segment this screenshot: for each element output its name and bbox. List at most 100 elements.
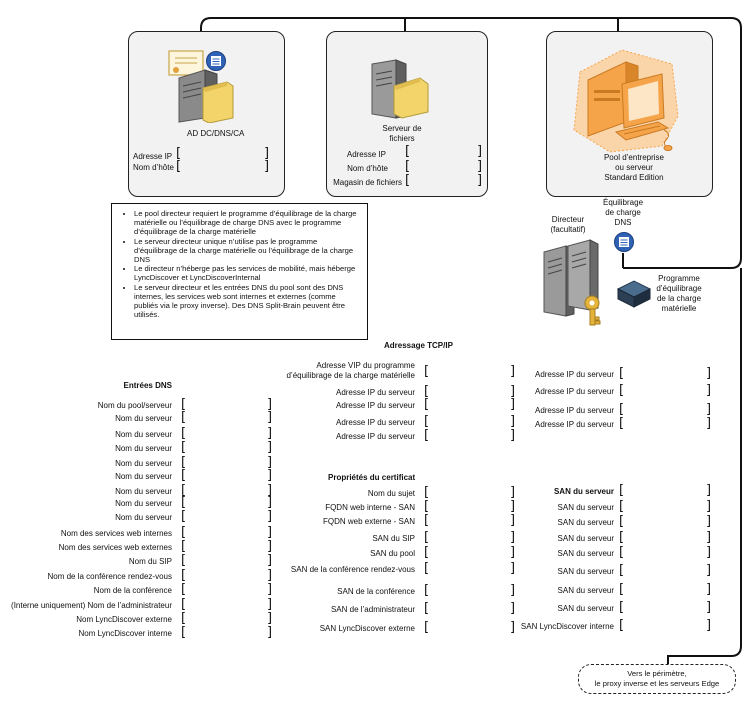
file-server-icon (371, 59, 429, 119)
cert-title: Propriétés du certificat (328, 473, 416, 482)
dns-entry-close-bracket: ] (267, 525, 273, 540)
file-server-title-1: Serveur de (382, 124, 422, 133)
cert-left-label: FQDN web externe - SAN (322, 517, 415, 526)
cert-left-label: SAN LyncDiscover externe (319, 624, 415, 633)
tcpip-right-close-bracket: ] (706, 402, 712, 417)
dns-entry-label: Nom du serveur (115, 472, 172, 481)
tcpip-right-label: Adresse IP du serveur (534, 387, 614, 396)
tcpip-vip-label-2: d’équilibrage de la charge matérielle (286, 371, 415, 380)
cert-left-close-bracket: ] (510, 601, 516, 616)
cert-left-open-bracket: [ (424, 620, 430, 635)
dns-entry-open-bracket: [ (181, 525, 187, 540)
note-item: Le serveur directeur et les entrées DNS … (134, 283, 361, 320)
dns-entry-label: Nom du serveur (115, 513, 172, 522)
tcpip-left-close-bracket: ] (510, 397, 516, 412)
dns-entry-label: Nom du serveur (115, 487, 172, 496)
dns-entry-open-bracket: [ (181, 582, 187, 597)
dns-entry-open-bracket: [ (181, 426, 187, 441)
cert-right-header: SAN du serveur (553, 487, 614, 496)
file-ip-label: Adresse IP (346, 150, 386, 159)
file-store-close: ] (477, 173, 483, 188)
pool-title-3: Standard Edition (604, 173, 664, 182)
cert-right-label: SAN du serveur (557, 604, 614, 613)
dns-entry-open-bracket: [ (181, 455, 187, 470)
cert-right-close-bracket: ] (706, 514, 712, 529)
edge-destination-box: Vers le périmètre, le proxy inverse et l… (578, 664, 736, 694)
tcpip-vip-label-1: Adresse VIP du programme (316, 361, 415, 370)
cert-right-header-close: ] (706, 483, 712, 498)
cert-left-label: SAN de la conférence rendez-vous (290, 565, 415, 574)
dns-entry-close-bracket: ] (267, 440, 273, 455)
dns-entry-label: Nom du serveur (115, 414, 172, 423)
tcpip-left-label: Adresse IP du serveur (335, 401, 415, 410)
tcpip-right-open-bracket: [ (619, 402, 625, 417)
cert-right-label: SAN du serveur (557, 567, 614, 576)
file-server-title-2: fichiers (389, 134, 415, 143)
dns-entry-close-bracket: ] (267, 426, 273, 441)
cert-left-close-bracket: ] (510, 545, 516, 560)
cert-right-label: SAN du serveur (557, 549, 614, 558)
dns-badge-icon (206, 51, 226, 71)
file-store-open: [ (405, 173, 411, 188)
cert-right-close-bracket: ] (706, 600, 712, 615)
dns-entry-label: Nom du SIP (128, 557, 172, 566)
tcpip-right-close-bracket: ] (706, 383, 712, 398)
dns-entry-label: Nom du serveur (115, 459, 172, 468)
pool-title-2: ou serveur (615, 163, 653, 172)
dns-lb-label-3: DNS (614, 218, 632, 227)
cert-right-close-bracket: ] (706, 499, 712, 514)
tcpip-right-open-bracket: [ (619, 416, 625, 431)
cert-right-label: SAN LyncDiscover interne (520, 622, 614, 631)
cert-left-open-bracket: [ (424, 583, 430, 598)
dns-entry-open-bracket: [ (181, 397, 187, 412)
dns-entry-close-bracket: ] (267, 582, 273, 597)
tcpip-left-label: Adresse IP du serveur (335, 418, 415, 427)
tcpip-left-close-bracket: ] (510, 414, 516, 429)
tcpip-left-open-bracket: [ (424, 414, 430, 429)
tcpip-right-open-bracket: [ (619, 366, 625, 381)
dns-entry-open-bracket: [ (181, 568, 187, 583)
dns-entry-label: Nom LyncDiscover interne (78, 629, 172, 638)
dns-entry-open-bracket: [ (181, 483, 187, 498)
dns-entry-close-bracket: ] (267, 509, 273, 524)
pool-computer-icon (573, 49, 679, 153)
cert-right-label: SAN du serveur (557, 503, 614, 512)
cert-right-label: SAN du serveur (557, 534, 614, 543)
cert-left-label: Nom du sujet (367, 489, 415, 498)
dns-entry-label: Nom du pool/serveur (97, 401, 172, 410)
note-item: Le pool directeur requiert le programme … (134, 209, 361, 237)
dns-entry-close-bracket: ] (267, 611, 273, 626)
cert-left-close-bracket: ] (510, 513, 516, 528)
director-server-icon (543, 239, 599, 317)
tcpip-left-open-bracket: [ (424, 428, 430, 443)
tcpip-left-open-bracket: [ (424, 397, 430, 412)
cert-left-label: SAN du pool (370, 549, 415, 558)
cert-left-open-bracket: [ (424, 513, 430, 528)
tcpip-right-close-bracket: ] (706, 416, 712, 431)
hw-lb-label-1: Programme (658, 274, 700, 283)
dns-entry-close-bracket: ] (267, 468, 273, 483)
dns-entry-open-bracket: [ (181, 410, 187, 425)
cert-left-close-bracket: ] (510, 620, 516, 635)
ad-host-open: [ (176, 159, 182, 174)
hw-lb-label-3: de la charge (656, 294, 702, 303)
ad-ip-open: [ (176, 146, 182, 161)
dns-entry-label: Nom du serveur (115, 430, 172, 439)
cert-right-open-bracket: [ (619, 530, 625, 545)
cert-right-close-bracket: ] (706, 563, 712, 578)
cert-left-label: FQDN web interne - SAN (325, 503, 415, 512)
cert-left-label: SAN de la conférence (337, 587, 415, 596)
dns-entry-open-bracket: [ (181, 597, 187, 612)
director-label-2: (facultatif) (550, 225, 586, 234)
dns-entry-close-bracket: ] (267, 568, 273, 583)
dns-lb-label-2: de charge (605, 208, 641, 217)
cert-left-open-bracket: [ (424, 545, 430, 560)
dns-entry-close-bracket: ] (267, 539, 273, 554)
dns-entry-open-bracket: [ (181, 553, 187, 568)
dns-entry-open-bracket: [ (181, 495, 187, 510)
ad-server-title: AD DC/DNS/CA (187, 129, 245, 138)
dns-lb-label-1: Équilibrage (602, 198, 644, 207)
tcpip-title: Adressage TCP/IP (384, 341, 453, 350)
cert-right-open-bracket: [ (619, 600, 625, 615)
hw-lb-label-4: matérielle (661, 304, 697, 313)
